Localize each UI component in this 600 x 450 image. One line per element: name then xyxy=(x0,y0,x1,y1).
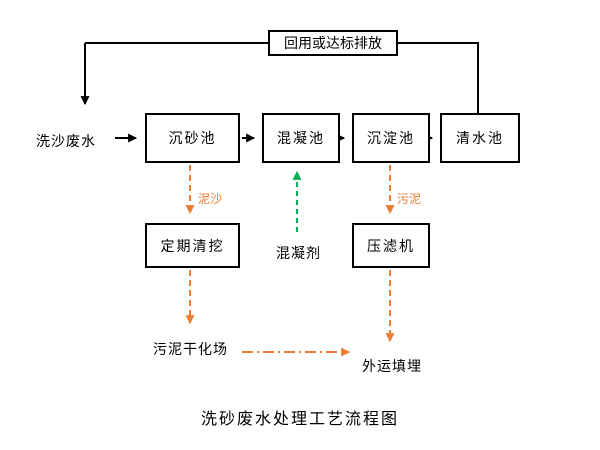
feedback-label: 回用或达标排放 xyxy=(284,35,382,51)
input-label: 洗沙废水 xyxy=(36,133,96,149)
sediment-label: 泥沙 xyxy=(198,192,223,206)
sludge-drying-field-label: 污泥干化场 xyxy=(153,341,228,357)
box-periodic-dredging: 定期清挖 xyxy=(145,223,240,268)
diagram-title: 洗砂废水处理工艺流程图 xyxy=(200,411,399,428)
feedback-label-box: 回用或达标排放 xyxy=(268,30,398,56)
box-periodic-dredging-label: 定期清挖 xyxy=(160,237,225,254)
sludge-label: 污泥 xyxy=(397,192,422,206)
coagulant-label: 混凝剂 xyxy=(276,245,321,261)
box-filter-press-label: 压滤机 xyxy=(367,237,415,254)
box-coagulation-tank-label: 混凝池 xyxy=(277,130,325,146)
box-clear-water-tank-label: 清水池 xyxy=(456,130,504,146)
box-sedimentation-tank: 沉淀池 xyxy=(352,113,430,163)
box-sedimentation-tank-label: 沉淀池 xyxy=(367,130,415,146)
feedback-line-right xyxy=(398,42,479,113)
offsite-landfill-label: 外运填埋 xyxy=(362,358,422,374)
box-clear-water-tank: 清水池 xyxy=(440,113,520,163)
box-coagulation-tank: 混凝池 xyxy=(262,113,340,163)
box-grit-chamber: 沉砂池 xyxy=(145,113,240,163)
box-filter-press: 压滤机 xyxy=(352,223,430,268)
box-grit-chamber-label: 沉砂池 xyxy=(168,130,217,146)
